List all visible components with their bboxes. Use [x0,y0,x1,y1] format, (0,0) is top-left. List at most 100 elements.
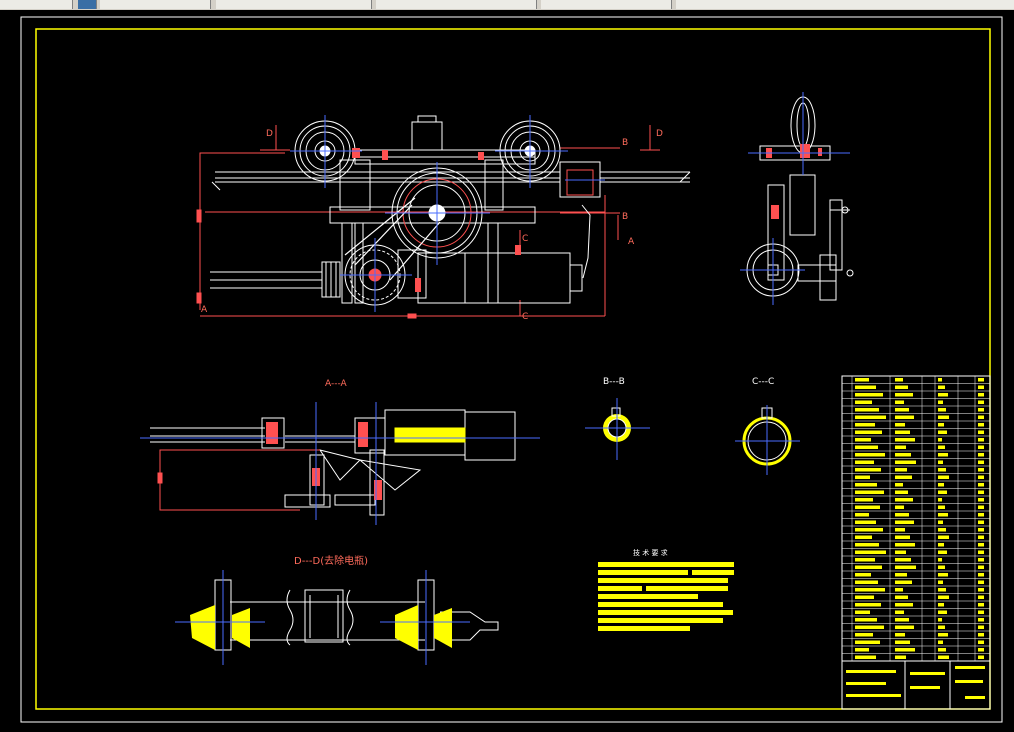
parts-list-entry [855,505,880,509]
title-block-entry [910,672,945,675]
notes-title: 技 术 要 求 [633,548,668,557]
parts-list-entry [978,528,984,532]
parts-list-entry [938,483,944,487]
parts-list-entry [978,550,984,554]
section-title: C---C [752,377,774,387]
parts-list-entry [978,565,984,569]
parts-list-entry [938,558,942,562]
parts-list-entry [938,640,943,644]
parts-list-entry [938,513,948,517]
parts-list-entry [855,513,869,517]
parts-list-entry [938,378,942,382]
parts-list-entry [855,520,876,524]
parts-list-entry [978,483,984,487]
toolbar-tab[interactable] [216,0,372,9]
parts-list-entry [938,423,944,427]
title-block-entry [846,694,901,697]
parts-list-entry [855,595,874,599]
cut-label: B [622,138,628,148]
parts-list-entry [895,393,913,397]
section-title: A---A [325,379,348,389]
parts-list-entry [978,490,984,494]
toolbar-tab[interactable] [541,0,672,9]
parts-list-entry [895,618,909,622]
parts-list-entry [978,648,984,652]
parts-list-entry [938,588,946,592]
parts-list-entry [895,385,908,389]
section-title: D---D(去除电瓶) [294,554,368,567]
parts-list-entry [978,558,984,562]
parts-list-entry [895,625,914,629]
parts-list-entry [938,618,942,622]
parts-list-entry [855,453,885,457]
parts-list-entry [895,415,914,419]
parts-list-entry [938,453,948,457]
toolbar-tab[interactable] [100,0,211,9]
parts-list-entry [895,573,907,577]
parts-list-entry [895,453,911,457]
cut-label: A [628,237,635,247]
window-toolbar-strip [0,0,1014,10]
parts-list-entry [938,490,947,494]
parts-list-entry [938,535,949,539]
parts-list-entry [855,565,882,569]
toolbar-tab[interactable] [676,0,1014,9]
toolbar-icon[interactable] [78,0,97,9]
parts-list-entry [938,565,945,569]
parts-list-entry [978,393,984,397]
parts-list-entry [855,378,869,382]
title-block-entry [955,680,983,683]
drawing-canvas[interactable]: D D B B A A C C [0,10,1014,732]
parts-list-entry [938,610,947,614]
parts-list-entry [855,535,872,539]
parts-list-entry [978,513,984,517]
parts-list-entry [938,550,947,554]
parts-list-entry [895,408,909,412]
parts-list-entry [938,415,949,419]
parts-list-entry [895,378,903,382]
cut-label: C [522,234,528,244]
parts-list-entry [938,468,946,472]
parts-list-entry [855,625,884,629]
parts-list-entry [938,528,946,532]
parts-list-entry [895,438,915,442]
parts-list-entry [895,655,906,659]
parts-list-entry [978,610,984,614]
parts-list-entry [855,618,877,622]
parts-list-entry [895,640,910,644]
cut-label: A [201,305,208,315]
parts-list-entry [978,588,984,592]
parts-list-entry [978,408,984,412]
parts-list-entry [978,573,984,577]
parts-list-entry [855,528,883,532]
parts-list-entry [938,625,945,629]
parts-list-entry [895,490,908,494]
parts-list-entry [855,415,886,419]
title-block-entry [965,696,985,699]
parts-list-entry [938,595,949,599]
parts-list-entry [978,505,984,509]
parts-list-entry [895,610,904,614]
title-block-entry [910,686,940,689]
toolbar-tab[interactable] [376,0,537,9]
parts-list-entry [855,550,886,554]
parts-list-entry [978,423,984,427]
section-cc: C---C [735,377,800,475]
parts-list-entry [895,528,905,532]
outer-border [20,16,1003,723]
parts-list-entry [895,468,907,472]
title-block [841,375,991,710]
toolbar-tab[interactable] [0,0,73,9]
parts-list-entry [855,580,878,584]
parts-list-entry [978,378,984,382]
parts-list-entry [895,445,906,449]
parts-list-entry [855,430,882,434]
parts-list-entry [978,453,984,457]
parts-list-entry [938,393,948,397]
parts-list-entry [978,385,984,389]
parts-list-entry [895,595,908,599]
section-dd: D---D(去除电瓶) [175,554,499,665]
parts-list-entry [978,400,984,404]
parts-list-entry [855,558,875,562]
parts-list-entry [855,498,873,502]
